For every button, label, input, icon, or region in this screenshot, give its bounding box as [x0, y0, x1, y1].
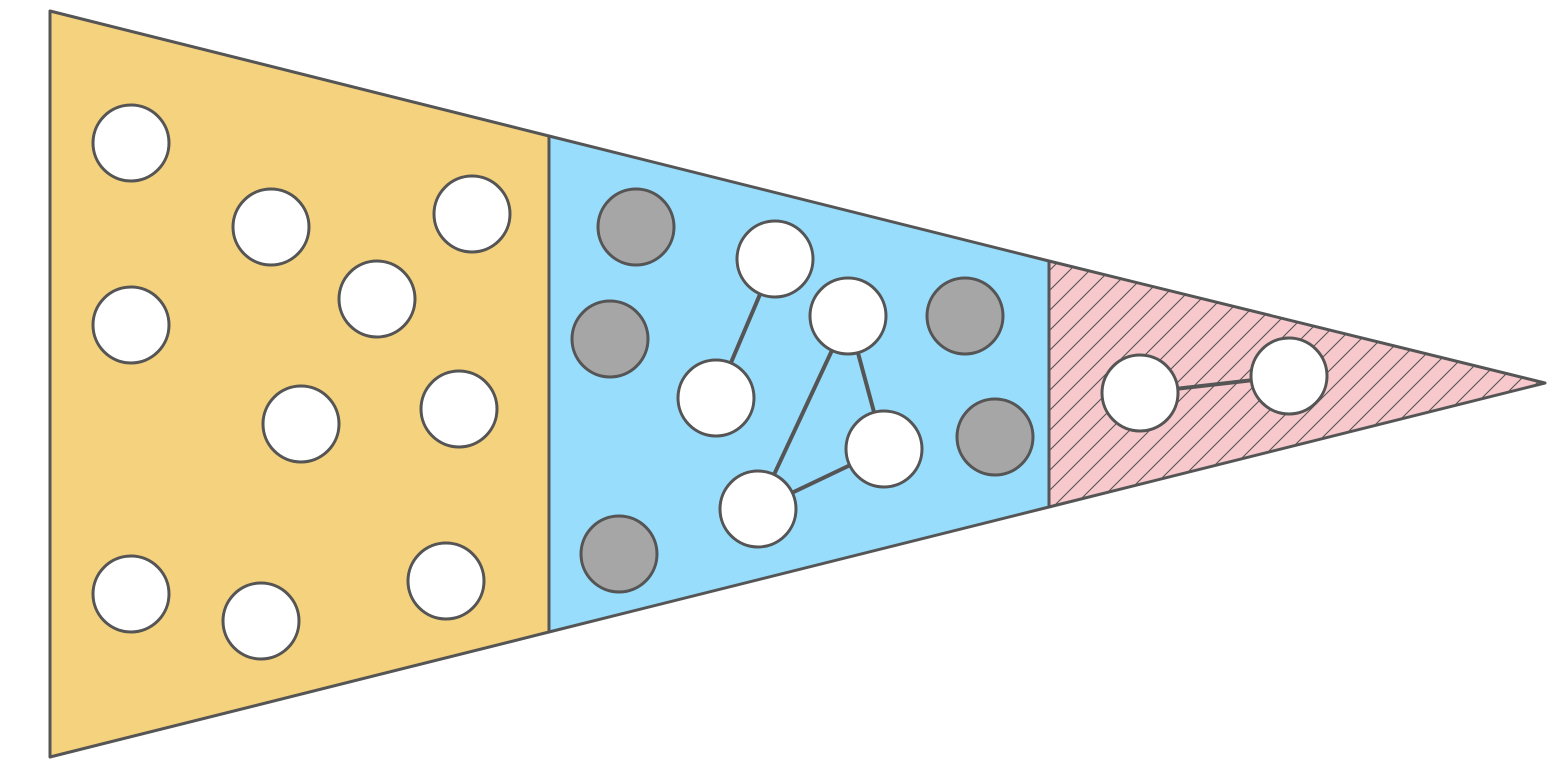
node-circle-gray: [955, 397, 1035, 477]
nodes-stage-2: [570, 187, 1035, 594]
node-circle-gray: [596, 187, 676, 267]
node-circle: [91, 285, 171, 365]
node-circle: [676, 358, 756, 438]
node-circle-gray: [925, 276, 1005, 356]
node-circle: [844, 409, 924, 489]
node-circle-gray: [579, 514, 659, 594]
node-circle: [808, 276, 888, 356]
node-circle: [337, 259, 417, 339]
node-circle: [718, 469, 798, 549]
nodes-stage-1: [91, 103, 512, 661]
node-circle: [419, 369, 499, 449]
node-circle: [231, 187, 311, 267]
nodes-stage-3: [1100, 336, 1329, 433]
node-circle: [406, 541, 486, 621]
node-circle: [91, 554, 171, 634]
node-circle: [1249, 336, 1329, 416]
node-circle: [91, 103, 171, 183]
node-circle: [432, 174, 512, 254]
node-circle-gray: [570, 299, 650, 379]
node-circle: [735, 219, 815, 299]
node-circle: [221, 581, 301, 661]
node-circle: [1100, 353, 1180, 433]
node-circle: [261, 384, 341, 464]
